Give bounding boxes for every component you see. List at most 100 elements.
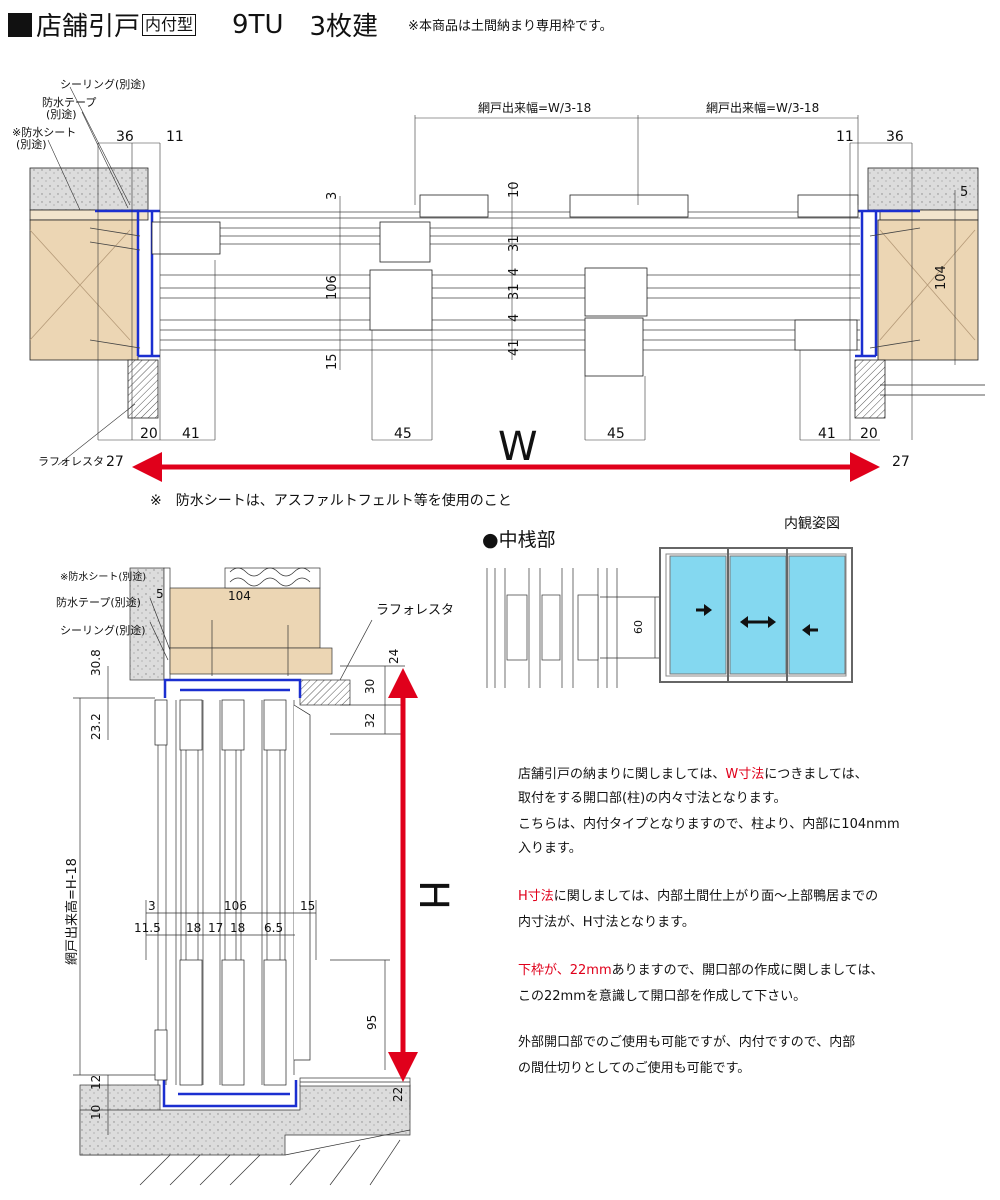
plan-section xyxy=(29,86,985,482)
v-label-lath: ラフォレスタ xyxy=(376,603,454,618)
explanation-line-1: 店舗引戸の納まりに関しましては、W寸法につきましては、 xyxy=(518,762,868,788)
plan-label-screen-right: 網戸出来幅=W/3-18 xyxy=(706,100,819,115)
v-dim-12: 12 xyxy=(89,1075,103,1090)
v-label-tape: 防水テープ(別途) xyxy=(56,595,141,609)
v-dim-104: 104 xyxy=(228,589,251,603)
explanation-text: ありますので、開口部の作成に関しましては、 xyxy=(611,963,884,978)
panel-count: 3枚建 xyxy=(309,12,379,42)
dim-b-right-41: 41 xyxy=(818,426,836,442)
plan-label-sheet: ※防水シート xyxy=(12,125,76,139)
v-dim-10: 10 xyxy=(89,1105,103,1120)
plan-footnote: ※ 防水シートは、アスファルトフェルト等を使用のこと xyxy=(150,492,512,509)
arrow-both-icon xyxy=(740,616,776,628)
type-box: 内付型 xyxy=(142,13,197,36)
h-dimension-arrow xyxy=(388,668,418,1082)
page-header: 店舗引戸 内付型 9TU 3枚建 ※本商品は土間納まり専用枠です。 xyxy=(8,6,613,43)
v-dim-5: 5 xyxy=(156,587,164,601)
glass-panel-right xyxy=(788,555,846,675)
v-dim-18a: 18 xyxy=(186,921,201,935)
sash-rails xyxy=(154,699,311,1086)
v-dim-30: 30 xyxy=(363,679,377,694)
lath-block xyxy=(299,679,351,706)
explanation-line-7: 下枠が、22mmありますので、開口部の作成に関しましては、 xyxy=(518,958,883,984)
dim-v-31a: 31 xyxy=(507,235,522,252)
dim-left-11: 11 xyxy=(166,129,184,145)
plan-label-tape: 防水テープ xyxy=(42,95,96,109)
plan-labels: シーリング(別途) 防水テープ (別途) ※防水シート (別途) ラフォレスタ … xyxy=(12,77,968,509)
lintel-wood xyxy=(169,587,321,649)
header-note: ※本商品は土間納まり専用枠です。 xyxy=(408,19,613,34)
right-pillar xyxy=(877,219,979,361)
dim-b-left-20: 20 xyxy=(140,426,158,442)
explanation-line-10: の間仕切りとしてのご使用も可能です。 xyxy=(518,1061,751,1076)
explanation-text: につきましては、 xyxy=(764,767,868,782)
left-lath-block xyxy=(127,359,159,419)
explanation-line-9: 外部開口部でのご使用も可能ですが、内付ですので、内部 xyxy=(518,1035,856,1050)
explanation-line-5: H寸法に関しましては、内部土間仕上がり面～上部鴨居までの xyxy=(518,884,878,910)
dim-right-36: 36 xyxy=(886,129,904,145)
explanation-line-2: 取付をする開口部(柱)の内々寸法となります。 xyxy=(518,791,787,806)
sill-highlight: 下枠が、22mm xyxy=(518,963,612,978)
dim-left-36: 36 xyxy=(116,129,134,145)
v-dim-23-2: 23.2 xyxy=(89,713,103,740)
frame-blue-right xyxy=(855,209,920,358)
dim-b-right-20: 20 xyxy=(860,426,878,442)
sash-profiles xyxy=(151,194,859,377)
floor-slab xyxy=(79,1084,411,1156)
arrow-right-icon xyxy=(696,604,712,616)
dim-v-10: 10 xyxy=(507,181,522,198)
dim-right-5: 5 xyxy=(960,185,968,200)
v-dim-24: 24 xyxy=(387,649,401,664)
explanation-line-4: 入ります。 xyxy=(518,841,582,856)
dim-b-45b: 45 xyxy=(607,426,625,442)
dim-b-left-41: 41 xyxy=(182,426,200,442)
mid-section xyxy=(486,568,660,688)
page-title: 店舗引戸 xyxy=(36,12,141,42)
head-frame-blue xyxy=(163,678,302,698)
plan-label-lath: ラフォレスタ xyxy=(38,455,104,468)
dim-v-3: 3 xyxy=(325,192,340,200)
v-dim-15: 15 xyxy=(300,899,315,913)
v-dim-30-8: 30.8 xyxy=(89,649,103,676)
plan-label-sealing: シーリング(別途) xyxy=(60,77,146,91)
plan-label-w: W xyxy=(498,424,538,470)
sill-frame-blue xyxy=(162,1080,298,1108)
v-dim-22: 22 xyxy=(391,1087,405,1102)
plan-dim-lines xyxy=(47,86,956,466)
v-label-h: H xyxy=(410,880,456,910)
v-dim-106: 106 xyxy=(224,899,247,913)
dim-v-4b: 4 xyxy=(507,314,522,322)
explanation-line-6: 内寸法が、H寸法となります。 xyxy=(518,915,695,930)
w-dimension-arrow xyxy=(132,452,880,482)
dim-v-15: 15 xyxy=(325,353,340,370)
right-wall-finish xyxy=(867,167,979,211)
dim-right-11: 11 xyxy=(836,129,854,145)
v-dim-11-5: 11.5 xyxy=(134,921,161,935)
v-dim-32: 32 xyxy=(363,713,377,728)
dim-v-41: 41 xyxy=(507,339,522,356)
explanation-text: に関しましては、内部土間仕上がり面～上部鴨居までの xyxy=(553,889,879,904)
v-dim-17: 17 xyxy=(208,921,223,935)
dim-v-31b: 31 xyxy=(507,283,522,300)
upper-wall xyxy=(129,567,165,681)
interior-view: 内観姿図 xyxy=(659,515,853,683)
title-square-icon xyxy=(8,12,32,37)
plan-label-tape-sub: (別途) xyxy=(46,107,77,121)
model-code: 9TU xyxy=(232,9,284,40)
left-wall-finish xyxy=(29,167,149,211)
v-label-screen-height: 網戸出来高=H-18 xyxy=(64,858,80,965)
w-dimension-highlight: W寸法 xyxy=(725,767,765,782)
interior-view-title: 内観姿図 xyxy=(784,515,840,532)
plan-label-sheet-sub: (別途) xyxy=(16,137,47,151)
v-label-sealing: シーリング(別途) xyxy=(60,623,146,637)
screws xyxy=(89,227,921,349)
dim-b-left-27: 27 xyxy=(106,454,124,470)
left-pillar xyxy=(29,219,139,361)
mid-section-labels: ●中桟部 60 xyxy=(482,529,645,634)
dim-b-45a: 45 xyxy=(394,426,412,442)
glass-panel-center xyxy=(729,555,787,675)
explanation-line-8: この22mmを意識して開口部を作成して下さい。 xyxy=(518,989,807,1004)
right-lath-block xyxy=(854,359,886,419)
h-dimension-highlight: H寸法 xyxy=(518,889,554,904)
